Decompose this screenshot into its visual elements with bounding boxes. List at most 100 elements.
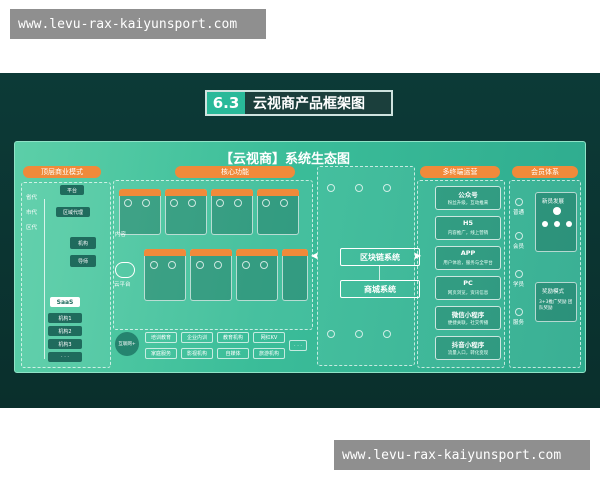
channel-desc: 用户体验，服务与全平台 [443,261,493,266]
member-node-label: 服务 [513,320,525,326]
content-label: 内容 [115,232,127,238]
member-growth-box: 新员发展 [535,192,577,252]
module-dot [242,261,250,269]
module-card [282,249,308,301]
module-dot [170,199,178,207]
institution-1: 机构1 [48,313,82,323]
person-icon [553,207,561,215]
cloud-icon [115,262,135,278]
regional-agent-node: 区域代理 [56,207,90,217]
channel-card: APP 用户体验，服务与全平台 [435,246,501,270]
module-dot [216,199,224,207]
industry-item: 教育机构 [217,332,249,343]
institution-more: · · · [48,352,82,362]
arrow-right-icon: ▶ [415,251,422,260]
core-column [113,180,313,330]
watermark-text: www.levu-rax-kaiyunsport.com [18,16,238,32]
channel-desc: 便捷关联，社交传播 [447,321,489,326]
member-dot [515,308,523,316]
industry-item: 家庭服务 [145,348,177,359]
module-dot [214,261,222,269]
level-label: 市代 [26,210,38,216]
person-icon [542,221,548,227]
section-title-box: 6.3 云视商产品框架图 [205,90,393,116]
cloud-label: 云平台 [114,282,131,288]
industry-item: 网红KV [253,332,285,343]
connector-line [44,199,45,359]
module-dot [262,199,270,207]
person-icon [554,221,560,227]
member-node-label: 普通 [513,210,525,216]
module-card [190,249,232,301]
channel-card: H5 内容推广，线上营销 [435,216,501,240]
channel-desc: 粉丝升级，互动推来 [447,201,489,206]
channel-desc: 内容推广，线上营销 [447,231,489,236]
industry-item: 自媒体 [217,348,249,359]
module-dot [234,199,242,207]
channel-name: H5 [463,219,473,227]
module-card [144,249,186,301]
channel-desc: 流量入口，转化变现 [447,351,489,356]
badge-circle: 互联网+ [115,332,139,356]
reward-title: 奖励模式 [542,289,565,295]
center-dot [327,184,335,192]
industry-item: 企业内训 [181,332,213,343]
industry-item-more: · · · [289,340,307,351]
module-dot [142,199,150,207]
watermark-top: www.levu-rax-kaiyunsport.com [10,9,266,39]
top-level-header: 顶层商业模式 [23,166,101,178]
module-dot [260,261,268,269]
platform-node: 平台 [60,185,84,195]
diagram-title: 【云视商】系统生态图 [219,152,350,167]
module-dot [150,261,158,269]
module-dot [124,199,132,207]
mentor-node: 导师 [70,255,96,267]
section-title: 云视商产品框架图 [253,96,365,112]
member-box-title: 新员发展 [542,199,565,205]
watermark-bottom: www.levu-rax-kaiyunsport.com [334,440,590,470]
member-node-label: 学员 [513,282,525,288]
institution-3: 机构3 [48,339,82,349]
member-dot [515,270,523,278]
industry-item: 影视机构 [181,348,213,359]
center-dot [355,184,363,192]
membership-header: 会员体系 [512,166,578,178]
center-dot [355,330,363,338]
industry-item: 旅游机构 [253,348,285,359]
channel-name: 微信小程序 [451,311,485,319]
module-dot [196,261,204,269]
member-dot [515,198,523,206]
module-dot [280,199,288,207]
industry-item: 培训教育 [145,332,177,343]
center-dot [327,330,335,338]
level-label: 区代 [26,225,38,231]
channel-name: PC [463,279,473,287]
section-number: 6.3 [207,92,245,114]
channel-name: APP [460,249,476,257]
module-dot [188,199,196,207]
channel-card: 抖音小程序流量入口，转化变现 [435,336,501,360]
institution-node: 机构 [70,237,96,249]
ecosystem-diagram: 【云视商】系统生态图 顶层商业模式 省代 市代 区代 平台 区域代理 机构 导师… [14,141,586,373]
institution-2: 机构2 [48,326,82,336]
channel-card: 微信小程序便捷关联，社交传播 [435,306,501,330]
center-dot [383,330,391,338]
core-header: 核心功能 [175,166,295,178]
center-dot [383,184,391,192]
reward-desc: 3+3推广奖励 团队奖励 [539,300,573,311]
connector-line [379,266,380,280]
member-dot [515,232,523,240]
channel-name: 抖音小程序 [451,341,485,349]
channel-desc: 网页浏览，资讯信息 [447,291,489,296]
reward-box: 奖励模式 3+3推广奖励 团队奖励 [535,282,577,322]
top-level-column: 省代 市代 区代 平台 区域代理 机构 导师 SaaS 机构1 机构2 机构3 … [21,182,111,368]
module-dot [168,261,176,269]
module-card [165,189,207,235]
module-card [211,189,253,235]
module-card [257,189,299,235]
slide: 6.3 云视商产品框架图 【云视商】系统生态图 顶层商业模式 省代 市代 区代 … [0,73,600,408]
arrow-left-icon: ◀ [311,251,318,260]
channel-card: 公众号粉丝升级，互动推来 [435,186,501,210]
module-card [236,249,278,301]
person-icon [566,221,572,227]
